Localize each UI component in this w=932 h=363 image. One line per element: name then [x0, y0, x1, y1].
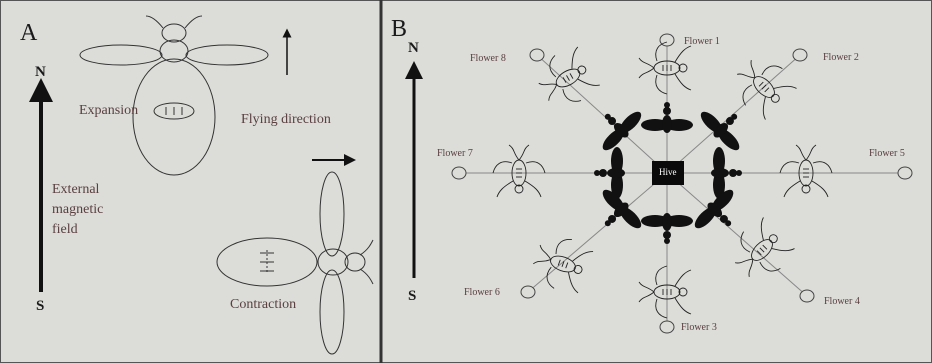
- flower-4-marker: [800, 290, 814, 302]
- flower-3-marker: [660, 321, 674, 333]
- flower-6-marker: [521, 286, 535, 298]
- flower-8-marker: [530, 49, 544, 61]
- expansion-label: Expansion: [79, 103, 138, 119]
- flower-2-label: Flower 2: [823, 52, 859, 63]
- panel-a-south-label: S: [36, 298, 44, 315]
- flower-5-marker: [898, 167, 912, 179]
- flower-3-label: Flower 3: [681, 322, 717, 333]
- panel-a-letter: A: [20, 20, 37, 47]
- flower-7-label: Flower 7: [437, 148, 473, 159]
- contraction-label: Contraction: [230, 297, 296, 313]
- magnetic-field-line-1: External: [52, 182, 99, 198]
- flower-6-label: Flower 6: [464, 287, 500, 298]
- flower-2-marker: [793, 49, 807, 61]
- hive-label: Hive: [659, 167, 677, 177]
- expansion-bee-drawing: [80, 16, 268, 175]
- flower-8-label: Flower 8: [470, 53, 506, 64]
- flower-4-label: Flower 4: [824, 296, 860, 307]
- panel-b-north-label: N: [408, 40, 419, 57]
- contraction-bee-drawing: [217, 172, 373, 354]
- flower-7-marker: [452, 167, 466, 179]
- flower-1-label: Flower 1: [684, 36, 720, 47]
- flower-5-label: Flower 5: [869, 148, 905, 159]
- panel-a-north-label: N: [35, 64, 46, 81]
- panel-b-south-label: S: [408, 288, 416, 305]
- flying-direction-label: Flying direction: [241, 112, 331, 128]
- panel-b-letter: B: [391, 16, 407, 43]
- magnetic-field-line-2: magnetic: [52, 202, 103, 218]
- magnetic-field-line-3: field: [52, 222, 78, 238]
